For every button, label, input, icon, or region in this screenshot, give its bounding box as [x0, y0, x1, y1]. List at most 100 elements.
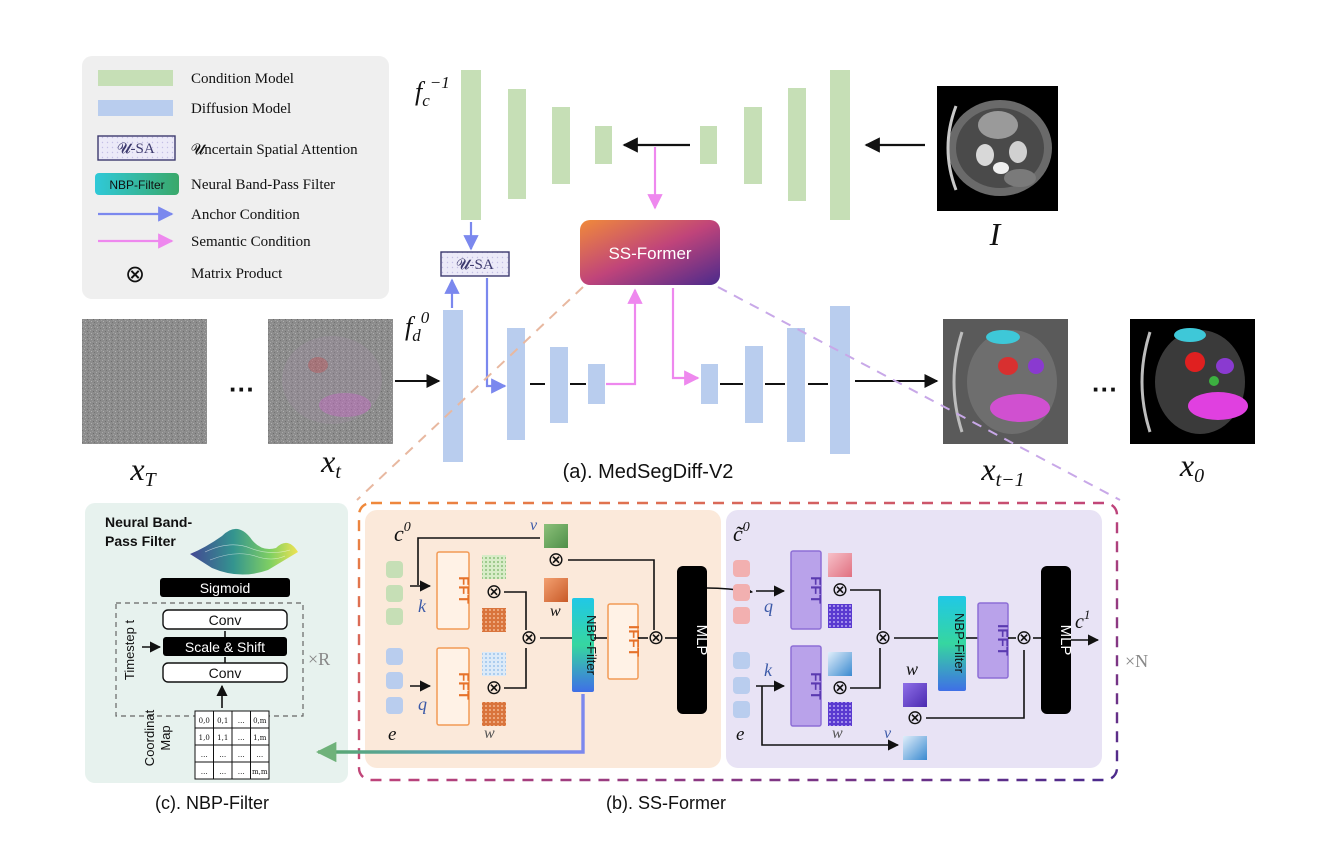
legend-diffusion-swatch: [98, 100, 173, 116]
coord-cell-label: …: [219, 751, 226, 759]
coord-cell-label: 0,1: [217, 717, 228, 725]
diffusion-bar-2: [507, 328, 525, 440]
diffusion-model: [443, 306, 850, 462]
legend-diffusion-label: Diffusion Model: [191, 101, 291, 117]
diffusion-bar-5: [701, 364, 718, 404]
ct0-token-1: [733, 560, 750, 577]
usa-to-decoder-arrow: [485, 278, 507, 394]
right-mm1-line: [850, 589, 881, 630]
coord-cell-label: …: [256, 751, 263, 759]
matmul-right-3: ⊗: [875, 627, 892, 649]
v-branch-line: [568, 559, 655, 630]
fft-out-pink: [828, 553, 852, 577]
fft-out-blue: [482, 652, 506, 676]
left-mm1-line: [504, 591, 527, 630]
v-label-left: v: [530, 517, 538, 534]
mlp-label-left: MLP: [693, 625, 710, 656]
c0-token-1: [386, 561, 403, 578]
q-label-right: q: [764, 596, 773, 616]
w-pattern-left-bottom: [482, 702, 506, 726]
right-v-branch-line: [926, 650, 1025, 719]
e-token-1: [386, 648, 403, 665]
diffusion-bar-8: [830, 306, 850, 454]
nbp-repeat-label: ×R: [308, 649, 330, 669]
k-label-left: k: [418, 596, 427, 616]
noise-image-xt: [268, 319, 393, 444]
e2-token-1: [733, 652, 750, 669]
label-xt-1-sub: t−1: [996, 469, 1025, 491]
label-xT-sub: T: [145, 469, 158, 491]
e2-token-3: [733, 701, 750, 718]
fft-box-right-top: [790, 550, 822, 630]
coord-cell-label: …: [201, 768, 208, 776]
legend-usa-label: 𝓤ncertain Spatial Attention: [191, 142, 358, 158]
fft-box-left-bottom: [436, 647, 470, 726]
matmul-left-2: ⊗: [486, 677, 503, 699]
coord-cell-label: …: [219, 768, 226, 776]
e-label-right: e: [736, 724, 744, 745]
diffusion-bar-6: [745, 346, 763, 423]
condition-bar-5: [700, 126, 717, 164]
noise-image-xT: [82, 319, 207, 444]
label-xt: xt: [320, 443, 341, 483]
nbp-filter-label-right: NBP-Filter: [952, 613, 967, 674]
conv-top-box: [162, 609, 288, 630]
w-label-left-bottom: w: [484, 725, 495, 742]
w-pattern-right-bottom: [828, 702, 852, 726]
legend-semantic-label: Semantic Condition: [191, 234, 311, 250]
ifft-box-left: [607, 603, 639, 680]
diffusion-bar-4: [588, 364, 605, 404]
fft-label-right-bottom: FFT: [807, 672, 824, 700]
coord-cell-label: …: [238, 717, 245, 725]
e-token-2: [386, 672, 403, 689]
coord-cell-label: 1,0: [199, 734, 210, 742]
c0-token-2: [386, 585, 403, 602]
legend-condition-swatch: [98, 70, 173, 86]
ssformer-box: [580, 220, 720, 285]
condition-bar-3: [552, 107, 570, 184]
sigmoid-box: [160, 578, 290, 597]
c1-c: c: [1075, 611, 1084, 633]
fft-label-left-top: FFT: [455, 576, 472, 604]
fft-label-left-bottom: FFT: [455, 672, 472, 700]
q-label-left: q: [418, 694, 427, 714]
matmul-left-3: ⊗: [521, 627, 538, 649]
usa-box-label: 𝓤-SA: [456, 257, 494, 273]
condition-bar-2: [508, 89, 526, 199]
w-label-right-bottom: w: [832, 725, 843, 742]
conv-bottom-label: Conv: [209, 665, 242, 681]
diffusion-bar-1: [443, 310, 463, 462]
input-ct-image: [937, 86, 1058, 211]
fc-label: fc−1: [415, 73, 450, 110]
left-mm2-line: [504, 648, 527, 689]
coord-cell-label: 0,0: [199, 717, 210, 725]
condition-bar-7: [788, 88, 806, 201]
scale-shift-label: Scale & Shift: [185, 639, 265, 655]
label-x0: x0: [1179, 447, 1204, 487]
input-image-label: I: [989, 216, 1002, 252]
ct0-sup: 0: [743, 520, 750, 535]
legend-usa-box: [97, 135, 176, 161]
coord-cell-label: 0,m: [253, 717, 267, 725]
ssformer-outer-border: [357, 501, 1119, 782]
v-token-left: [544, 524, 568, 548]
nbp-filter-label-left: NBP-Filter: [584, 615, 599, 676]
label-xT: xT: [129, 451, 157, 491]
ct0-token-3: [733, 607, 750, 624]
fc-label-sup: −1: [430, 73, 450, 92]
matmul-right-1: ⊗: [832, 579, 849, 601]
semantic-arrow-up: [606, 288, 643, 386]
coord-cell-label: m,m: [252, 768, 268, 776]
semantic-arrow-to-decoder: [671, 288, 700, 386]
ct0-c: c̃: [733, 521, 744, 546]
label-xt-1: xt−1: [980, 451, 1024, 491]
band-pass-surface: [190, 528, 298, 575]
nbp-link-line: [322, 694, 585, 754]
usa-box: [440, 251, 510, 277]
label-xT-x: x: [129, 451, 144, 487]
condition-bar-6: [744, 107, 762, 184]
fd-label-sub: d: [412, 326, 421, 345]
matmul-left-1: ⊗: [486, 581, 503, 603]
legend-anchor-label: Anchor Condition: [191, 207, 300, 223]
w-label-right-top: w: [906, 659, 918, 679]
